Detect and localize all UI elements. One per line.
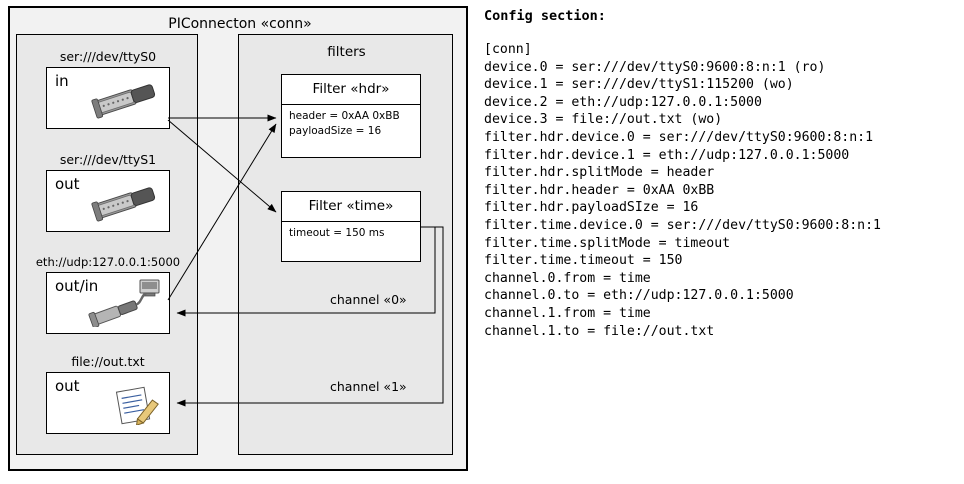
port-direction-label: out/in bbox=[55, 277, 99, 295]
connector-title: PIConnecton «conn» bbox=[168, 16, 312, 32]
port-card-eth[interactable]: out/in bbox=[46, 272, 170, 334]
divider bbox=[282, 221, 420, 222]
port-card-ttyS1[interactable]: out bbox=[46, 170, 170, 232]
channel-label-0: channel «0» bbox=[330, 292, 407, 307]
config-heading: Config section: bbox=[484, 8, 606, 24]
channel-label-1: channel «1» bbox=[330, 379, 407, 394]
network-plug-icon bbox=[137, 276, 163, 304]
text-file-icon bbox=[109, 385, 163, 429]
filter-title: Filter «hdr» bbox=[312, 81, 390, 97]
port-label: ser:///dev/ttyS0 bbox=[59, 49, 157, 64]
config-body: [conn] device.0 = ser:///dev/ttyS0:9600:… bbox=[484, 42, 881, 339]
port-group-eth: eth://udp:127.0.0.1:5000 out/in bbox=[17, 255, 199, 334]
network-cable-icon bbox=[87, 291, 153, 331]
ports-section: ser:///dev/ttyS0 in bbox=[16, 34, 198, 455]
divider bbox=[282, 104, 420, 105]
serial-port-icon bbox=[87, 80, 163, 124]
filters-title: filters bbox=[327, 44, 366, 60]
port-group-ttyS0: ser:///dev/ttyS0 in bbox=[17, 49, 199, 129]
port-label: ser:///dev/ttyS1 bbox=[59, 152, 157, 167]
serial-port-icon bbox=[87, 183, 163, 227]
port-label: eth://udp:127.0.0.1:5000 bbox=[35, 255, 181, 269]
filter-prop-payloadsize: payloadSize = 16 bbox=[289, 125, 382, 137]
filter-prop-header: header = 0xAA 0xBB bbox=[289, 110, 400, 122]
filter-prop-timeout: timeout = 150 ms bbox=[289, 227, 385, 239]
port-card-ttyS0[interactable]: in bbox=[46, 67, 170, 129]
port-direction-label: in bbox=[55, 72, 69, 90]
port-label: file://out.txt bbox=[71, 354, 145, 369]
port-card-file[interactable]: out bbox=[46, 372, 170, 434]
port-group-file: file://out.txt out bbox=[17, 354, 199, 434]
port-group-ttyS1: ser:///dev/ttyS1 out bbox=[17, 152, 199, 232]
filter-title: Filter «time» bbox=[308, 198, 394, 214]
port-direction-label: out bbox=[55, 377, 80, 395]
filter-card-hdr[interactable]: Filter «hdr» header = 0xAA 0xBB payloadS… bbox=[281, 74, 421, 158]
filter-card-time[interactable]: Filter «time» timeout = 150 ms bbox=[281, 191, 421, 262]
port-direction-label: out bbox=[55, 175, 80, 193]
